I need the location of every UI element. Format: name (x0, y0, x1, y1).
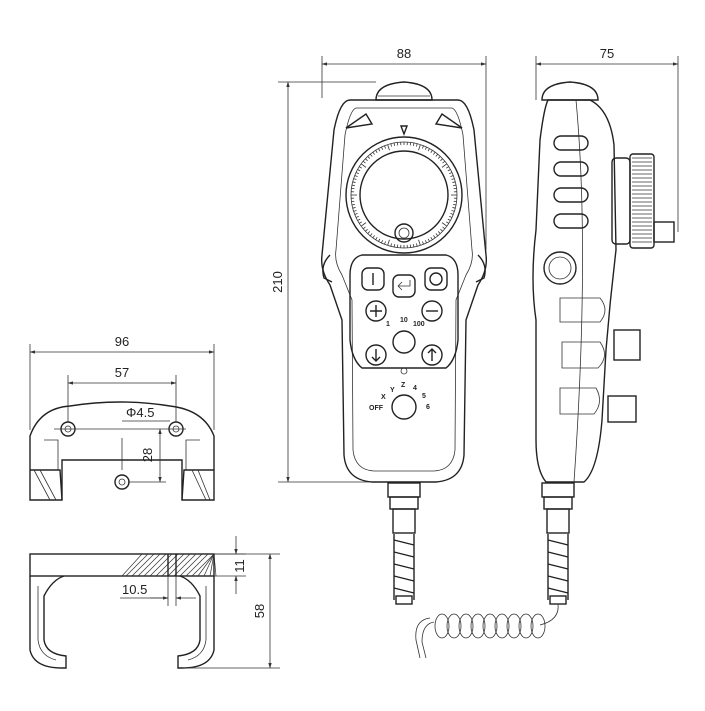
bracket-height-label: 58 (252, 604, 267, 618)
step-label-10: 10 (400, 317, 408, 324)
dim-hole-spacing: 57 (67, 365, 177, 422)
axis-label-y: Y (390, 387, 395, 394)
hole-offset-label: 28 (140, 448, 155, 462)
bracket-side-view (29, 553, 217, 669)
dim-pendant-height: 210 (270, 81, 376, 483)
pendant-front-view: 1 10 100 OFF X Y Z 4 5 6 (320, 81, 488, 605)
axis-label-4: 4 (413, 385, 417, 392)
dim-slot-offset: 10.5 (120, 576, 196, 606)
axis-label-6: 6 (426, 404, 430, 411)
pendant-depth-label: 75 (600, 46, 614, 61)
dim-pendant-width: 88 (321, 46, 487, 250)
dim-bracket-width: 96 (29, 334, 215, 430)
step-label-1: 1 (386, 321, 390, 328)
hole-diameter-label: Φ4.5 (126, 405, 154, 420)
hole-spacing-label: 57 (115, 365, 129, 380)
dim-bracket-top-thickness: 11 (214, 536, 247, 594)
dim-hole-diameter: Φ4.5 (122, 405, 170, 422)
dim-hole-offset: 28 (54, 428, 186, 483)
dim-bracket-height: 58 (182, 553, 280, 669)
axis-label-z: Z (401, 382, 406, 389)
bracket-top-thickness-label: 11 (232, 559, 247, 573)
pendant-width-label: 88 (397, 46, 411, 61)
axis-label-5: 5 (422, 393, 426, 400)
dim-pendant-depth: 75 (535, 46, 679, 232)
axis-label-x: X (381, 394, 386, 401)
bracket-width-label: 96 (115, 334, 129, 349)
pendant-side-view (415, 81, 675, 659)
pendant-height-label: 210 (270, 271, 285, 293)
step-label-100: 100 (413, 321, 425, 328)
slot-offset-label: 10.5 (122, 582, 147, 597)
axis-label-off: OFF (369, 405, 384, 412)
